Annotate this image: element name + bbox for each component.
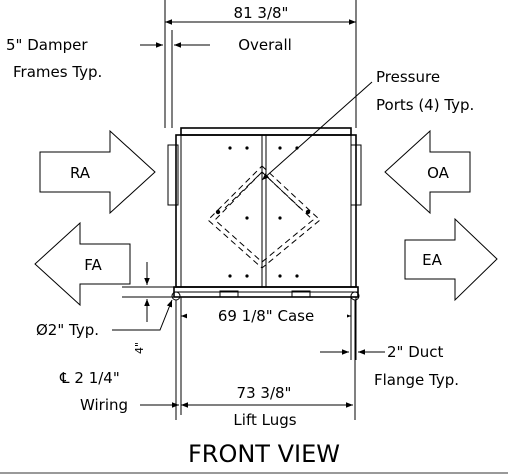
pressure-ports-line2: Ports (4) Typ. <box>376 96 474 114</box>
fresh-air-label: FA <box>84 256 102 274</box>
wiring-line1: ℄ 2 1/4" <box>59 369 120 387</box>
diameter-label: Ø2" Typ. <box>36 321 99 339</box>
damper-frames-line1: 5" Damper <box>6 36 88 54</box>
view-title: FRONT VIEW <box>188 440 340 468</box>
pressure-ports-callout: Pressure Ports (4) Typ. <box>261 68 474 181</box>
lift-lugs-label: Lift Lugs <box>233 411 296 429</box>
case-dimension: 69 1/8" Case <box>180 297 352 415</box>
fresh-air-arrow: FA <box>34 221 131 307</box>
wiring-line2: Wiring <box>80 396 128 414</box>
pressure-ports-line1: Pressure <box>376 68 440 86</box>
overall-dimension: 81 3/8" Overall <box>164 0 357 128</box>
outside-air-label: OA <box>427 164 450 182</box>
overall-dimension-label: Overall <box>238 36 292 54</box>
wiring-callout: ℄ 2 1/4" Wiring <box>59 369 179 414</box>
exhaust-air-label: EA <box>422 251 442 269</box>
duct-flange-line2: Flange Typ. <box>374 371 459 389</box>
lift-lugs-dimension: 73 3/8" Lift Lugs <box>175 300 356 429</box>
small-dimension-label: 4" <box>133 342 146 354</box>
duct-flange-line1: 2" Duct <box>387 343 444 361</box>
duct-flange-dimension: 2" Duct Flange Typ. <box>320 297 459 389</box>
damper-frames-line2: Frames Typ. <box>13 63 102 81</box>
damper-frames-dimension: 5" Damper Frames Typ. <box>6 30 210 128</box>
case-dimension-label: 69 1/8" Case <box>218 307 314 325</box>
overall-dimension-value: 81 3/8" <box>234 4 289 22</box>
height-small-dimension: 4" <box>122 262 176 354</box>
lift-lugs-value: 73 3/8" <box>237 384 292 402</box>
unit-body <box>167 127 362 301</box>
return-air-arrow: RA <box>39 129 156 215</box>
diameter-callout: Ø2" Typ. <box>36 299 173 339</box>
outside-air-arrow: OA <box>384 129 471 215</box>
return-air-label: RA <box>70 164 91 182</box>
exhaust-air-arrow: EA <box>404 217 498 302</box>
